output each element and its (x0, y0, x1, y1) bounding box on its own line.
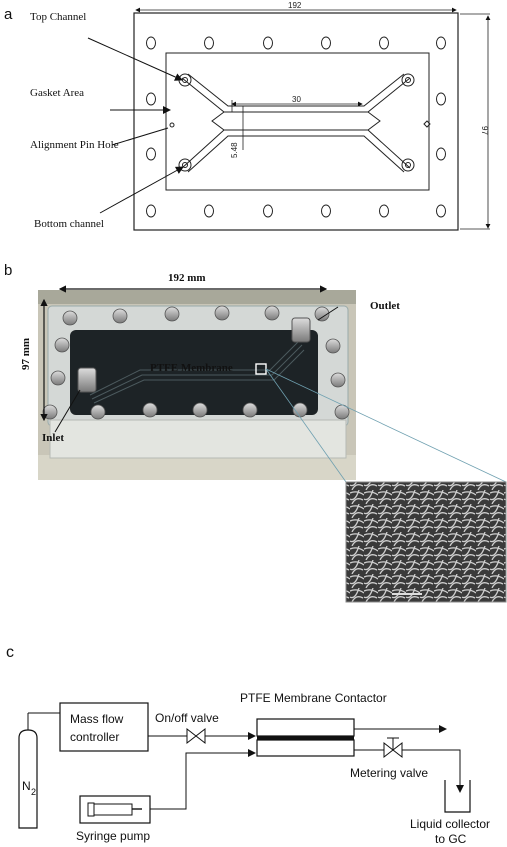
dim-height-label: 97 (480, 126, 489, 135)
panel-a-letter: a (4, 6, 13, 23)
bolt-holes (146, 36, 446, 218)
outlet-fitting (291, 317, 311, 343)
inlet-fitting (77, 367, 97, 393)
liquid-collector (444, 780, 471, 813)
liquid-collector-line2: to GC (435, 832, 467, 846)
outlet-leader (317, 306, 339, 321)
onoff-valve-label: On/off valve (155, 711, 219, 725)
panel-c-letter: c (6, 644, 14, 661)
dim-channel-length: 30 (292, 95, 301, 104)
panel-a-drawing: 192 97 30 5.48 Top Channel Gasket Area A… (30, 1, 491, 231)
panel-c-schematic: N 2 Mass flow controller On/off valve PT… (18, 691, 490, 846)
label-top-channel: Top Channel (30, 11, 86, 23)
outer-plate (133, 12, 459, 231)
leader-alignment-pin (111, 127, 169, 146)
syringe-pump-label: Syringe pump (76, 829, 150, 843)
membrane-area (70, 330, 318, 415)
photo-bolts (42, 305, 350, 420)
panel-b-photo (38, 285, 507, 603)
onoff-valve-symbol (186, 727, 206, 745)
label-bottom-channel: Bottom channel (34, 218, 104, 230)
contactor-top-channel (256, 718, 355, 737)
gasket-boundary (165, 52, 430, 191)
zoom-line-1 (265, 368, 347, 483)
contactor-label: PTFE Membrane Contactor (240, 691, 387, 705)
label-alignment-pin-hole: Alignment Pin Hole (30, 139, 119, 151)
sem-inset (345, 481, 507, 603)
inlet-leader (54, 389, 81, 433)
n2-subscript: 2 (31, 787, 36, 797)
label-gasket-area: Gasket Area (30, 87, 84, 99)
leader-top-channel (87, 37, 183, 81)
dimension-lines (135, 7, 491, 230)
inlet-label: Inlet (42, 432, 64, 444)
dim-width-label: 192 (288, 1, 302, 10)
mass-flow-line1: Mass flow (70, 712, 124, 726)
n2-label: N (22, 779, 31, 793)
metering-valve-label: Metering valve (350, 766, 428, 780)
contactor-bottom-channel (256, 739, 355, 757)
membrane-label: PTFE Membrane (150, 362, 233, 374)
photo-width-label: 192 mm (168, 272, 206, 284)
mass-flow-controller-box (59, 702, 149, 752)
outlet-label: Outlet (370, 300, 400, 312)
mass-flow-line2: controller (70, 730, 119, 744)
liquid-collector-line1: Liquid collector (410, 817, 490, 831)
contactor-membrane (257, 736, 354, 740)
leader-bottom-channel (99, 166, 184, 214)
dim-channel-width: 5.48 (230, 142, 239, 158)
zoom-line-2 (265, 368, 507, 483)
panel-b-letter: b (4, 262, 13, 279)
photo-height-label: 97 mm (20, 337, 32, 370)
channel-outline (169, 73, 431, 173)
